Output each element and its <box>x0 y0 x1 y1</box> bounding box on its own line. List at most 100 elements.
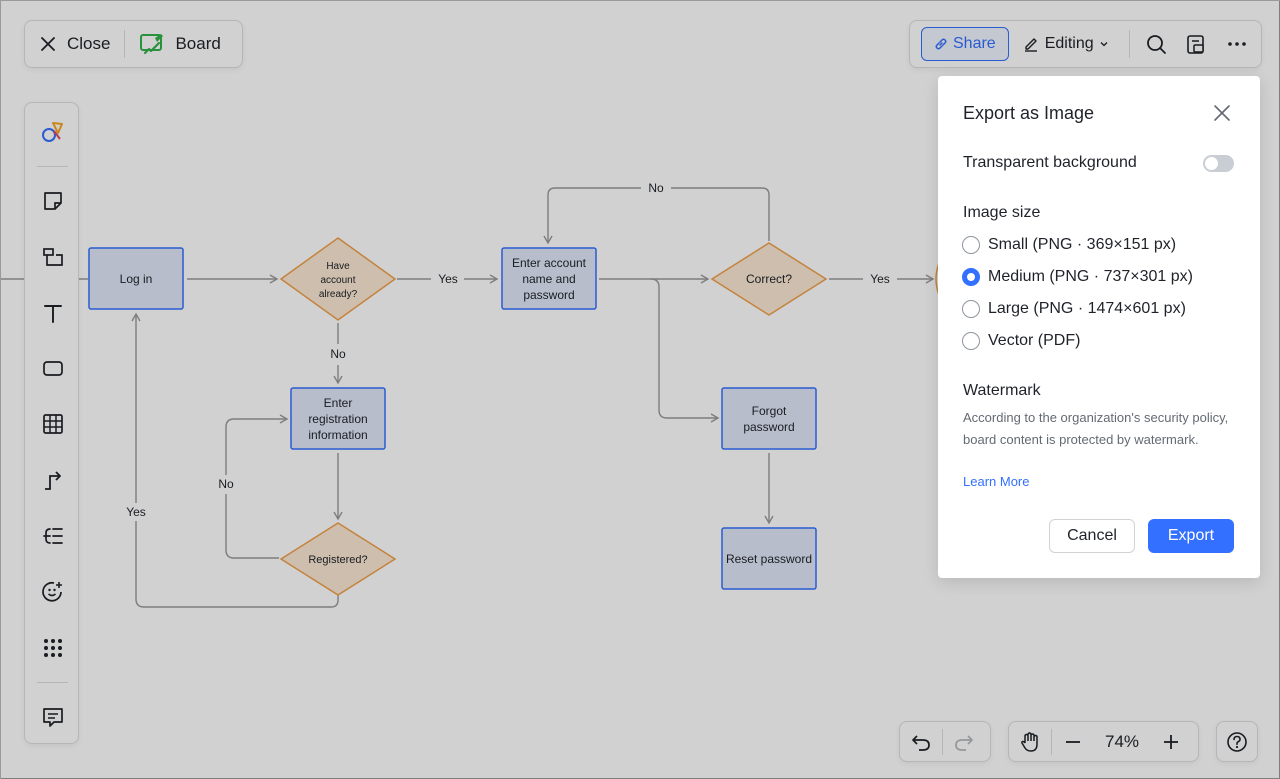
divider <box>1128 30 1130 58</box>
dialog-title: Export as Image <box>963 103 1095 123</box>
dialog-close-button[interactable] <box>1210 101 1234 125</box>
connector-icon <box>44 471 61 490</box>
toggle-knob <box>1205 157 1218 170</box>
editing-label: Editing <box>1044 35 1094 52</box>
size-option-vector[interactable]: Vector (PDF) <box>962 332 1080 350</box>
node-enter-registration-line-1: Enter <box>324 396 353 410</box>
chevron-down-icon <box>1100 42 1108 47</box>
sticker-tool[interactable] <box>25 572 80 612</box>
edge-registered-yes-a <box>135 521 339 608</box>
redo-icon <box>955 734 973 751</box>
size-option-label: Large (PNG · 1474×601 px) <box>988 300 1186 317</box>
edge-label-no: No <box>648 181 664 195</box>
mindmap-icon <box>42 528 63 544</box>
node-log-in-label: Log in <box>120 272 153 286</box>
node-enter-account-line-3: password <box>523 288 574 302</box>
node-log-in[interactable]: Log in <box>88 247 184 310</box>
share-label: Share <box>953 35 996 52</box>
node-enter-account[interactable]: Enter account name and password <box>501 247 597 310</box>
node-reset-password[interactable]: Reset password <box>721 527 817 590</box>
export-button[interactable]: Export <box>1148 519 1234 553</box>
shapes-tool[interactable] <box>25 112 80 152</box>
help-icon <box>1227 731 1247 752</box>
node-forgot-password-line-1: Forgot <box>752 404 787 418</box>
node-enter-account-line-1: Enter account <box>512 256 587 270</box>
undo-button[interactable] <box>900 721 942 762</box>
share-button[interactable]: Share <box>921 27 1009 61</box>
node-have-account-line-1: Have <box>326 261 350 272</box>
radio-button-selected[interactable] <box>962 268 980 286</box>
hand-icon <box>1021 731 1038 752</box>
help-button[interactable] <box>1216 721 1258 762</box>
close-icon <box>1214 105 1230 121</box>
radio-button[interactable] <box>962 236 980 254</box>
node-enter-registration-line-2: registration <box>308 412 367 426</box>
left-toolbar <box>24 102 79 744</box>
node-forgot-password[interactable]: Forgot password <box>721 387 817 450</box>
divider <box>124 30 126 58</box>
hand-tool-button[interactable] <box>1009 721 1051 762</box>
zoom-level[interactable]: 74% <box>1104 731 1140 751</box>
node-registered[interactable]: Registered? <box>279 522 397 596</box>
undo-icon <box>912 734 930 751</box>
board-button[interactable]: Board <box>125 21 234 67</box>
frame-tool[interactable] <box>25 237 80 277</box>
learn-more-link[interactable]: Learn More <box>963 474 1030 489</box>
radio-button[interactable] <box>962 300 980 318</box>
outline-icon <box>1187 35 1205 54</box>
size-option-label: Small (PNG · 369×151 px) <box>988 236 1177 253</box>
image-size-label: Image size <box>963 204 1041 221</box>
comment-tool[interactable] <box>25 697 80 737</box>
node-forgot-password-line-2: password <box>743 420 794 434</box>
transparent-background-toggle[interactable] <box>1203 155 1234 172</box>
grid-dots-icon <box>43 639 62 657</box>
node-enter-account-line-2: name and <box>522 272 575 286</box>
close-button[interactable]: Close <box>25 21 124 67</box>
cancel-button[interactable]: Cancel <box>1049 519 1135 553</box>
zoom-out-button[interactable] <box>1052 721 1094 762</box>
edge-label-yes: Yes <box>438 272 458 286</box>
size-option-medium[interactable]: Medium (PNG · 737×301 px) <box>962 268 1193 286</box>
board-icon <box>140 34 164 55</box>
radio-button[interactable] <box>962 332 980 350</box>
pencil-icon <box>1024 38 1037 52</box>
node-enter-registration[interactable]: Enter registration information <box>290 387 386 450</box>
sticky-note-tool[interactable] <box>25 181 80 221</box>
more-button[interactable] <box>1221 26 1253 62</box>
transparent-background-label: Transparent background <box>963 154 1137 171</box>
text-tool[interactable] <box>25 293 80 333</box>
search-icon <box>1146 35 1166 54</box>
node-correct-label: Correct? <box>746 272 792 286</box>
watermark-label: Watermark <box>963 382 1041 399</box>
table-icon <box>42 414 63 434</box>
edge-to-forgot-password <box>650 278 720 423</box>
editing-mode-dropdown[interactable]: Editing <box>1023 35 1109 53</box>
connector-tool[interactable] <box>25 460 80 500</box>
edge-correct-no-a <box>671 187 770 241</box>
node-correct[interactable]: Correct? <box>710 242 828 316</box>
zoom-in-button[interactable] <box>1150 721 1192 762</box>
edge-label-no: No <box>330 347 346 361</box>
edge-registered-no-b <box>225 414 289 475</box>
node-enter-registration-line-3: information <box>308 428 367 442</box>
rectangle-tool[interactable] <box>25 348 80 388</box>
sticky-note-icon <box>43 192 62 210</box>
divider <box>37 166 68 167</box>
outline-button[interactable] <box>1180 26 1212 62</box>
size-option-small[interactable]: Small (PNG · 369×151 px) <box>962 236 1176 254</box>
divider <box>942 728 943 755</box>
node-registered-label: Registered? <box>308 554 367 566</box>
export-image-dialog: Export as Image Transparent background I… <box>938 76 1260 578</box>
redo-button[interactable] <box>943 721 985 762</box>
edge-label-yes: Yes <box>870 272 890 286</box>
table-tool[interactable] <box>25 404 80 444</box>
mindmap-tool[interactable] <box>25 516 80 556</box>
node-have-account[interactable]: Have account already? <box>279 237 397 321</box>
text-icon <box>43 305 62 323</box>
search-button[interactable] <box>1140 26 1172 62</box>
node-have-account-line-2: account <box>320 275 355 286</box>
more-tools[interactable] <box>25 628 80 668</box>
rectangle-icon <box>42 361 63 376</box>
size-option-large[interactable]: Large (PNG · 1474×601 px) <box>962 300 1186 318</box>
